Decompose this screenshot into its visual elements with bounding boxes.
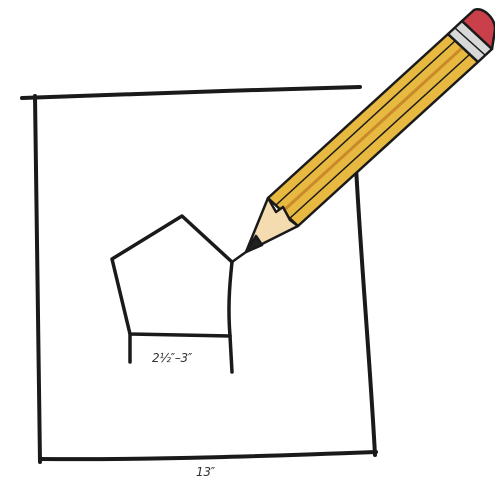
pencil-stripe [289,55,469,219]
pencil-icon [232,9,495,262]
paper-width-label: 13″ [196,465,215,479]
pencil-stripe [282,48,462,212]
paper-left-edge [35,96,40,462]
pentagon-width-label: 2½″–3″ [152,351,192,365]
paper-square [22,87,376,462]
pentagon-shape [112,216,232,372]
pencil-stripe [276,41,455,205]
paper-bottom-edge [40,452,376,459]
guide-line-right [230,336,232,372]
paper-right-edge [355,148,375,455]
paper-top-edge [22,87,360,98]
